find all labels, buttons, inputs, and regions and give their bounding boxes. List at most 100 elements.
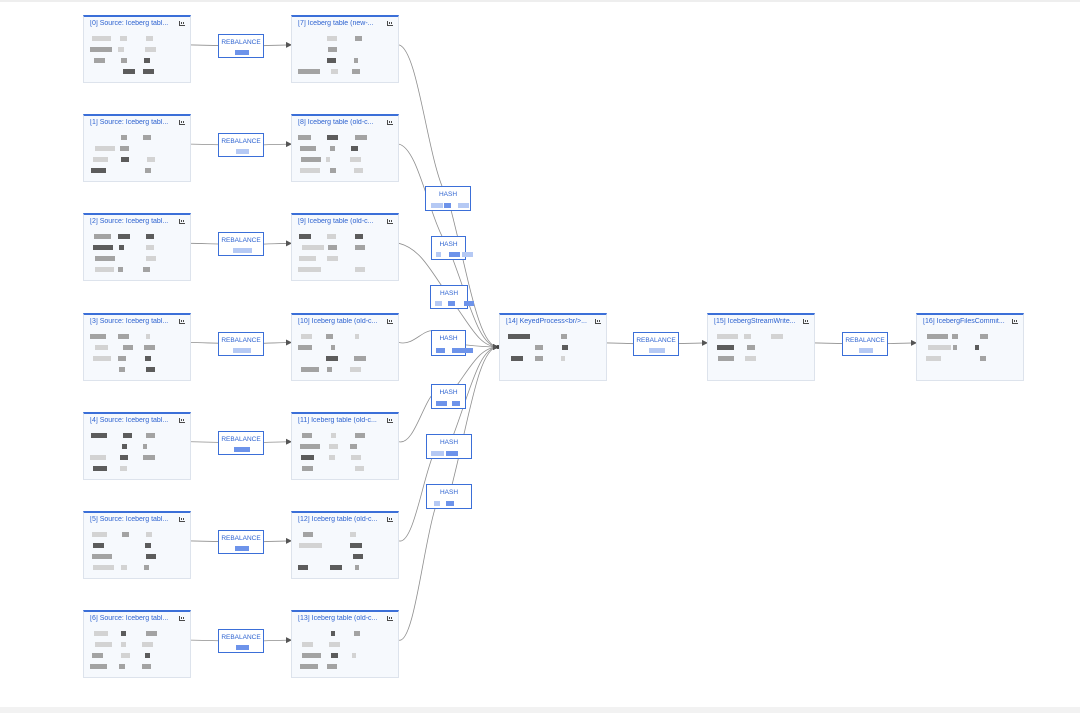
bar-chart-icon[interactable] xyxy=(387,21,393,26)
rebalance-partition-box[interactable]: REBALANCE xyxy=(218,629,264,654)
bar-chart-icon[interactable] xyxy=(1012,319,1018,324)
node-title[interactable]: [5] Source: Iceberg tabl... xyxy=(90,516,169,523)
bar-chart-icon[interactable] xyxy=(595,319,601,324)
blurred-metric xyxy=(94,234,111,240)
blurred-metric xyxy=(350,157,361,163)
rebalance-partition-box[interactable]: REBALANCE xyxy=(218,232,264,257)
node-title[interactable]: [6] Source: Iceberg tabl... xyxy=(90,615,169,623)
rebalance-partition-box[interactable]: REBALANCE xyxy=(218,430,264,455)
hash-partition-box[interactable]: HASH xyxy=(426,434,472,459)
edge-line xyxy=(398,44,449,199)
node-title[interactable]: [12] Iceberg table (old-c... xyxy=(298,516,378,523)
node-metrics xyxy=(90,333,180,378)
node-title[interactable]: [3] Source: Iceberg tabl... xyxy=(90,317,169,325)
blurred-metric xyxy=(301,333,312,339)
bar-chart-icon[interactable] xyxy=(387,616,393,622)
blurred-metric xyxy=(350,543,362,548)
blurred-metric xyxy=(143,135,151,141)
bar-chart-icon[interactable] xyxy=(387,219,393,225)
rebalance-partition-box[interactable]: REBALANCE xyxy=(218,34,264,58)
blurred-metric xyxy=(718,356,734,361)
node-title[interactable]: [10] Iceberg table (old-c... xyxy=(298,317,378,325)
rebalance-partition-box[interactable]: REBALANCE xyxy=(218,133,264,158)
blurred-metric xyxy=(146,532,152,537)
node-title[interactable]: [11] Iceberg table (old-c... xyxy=(298,416,377,424)
operator-node[interactable]: [10] Iceberg table (old-c... xyxy=(291,312,399,381)
operator-node[interactable]: [1] Source: Iceberg tabl... xyxy=(83,114,191,183)
operator-node[interactable]: [14] KeyedProcess<br/>... xyxy=(499,313,607,381)
blurred-metric xyxy=(326,157,330,163)
blurred-metric xyxy=(327,234,336,240)
hash-partition-box[interactable]: HASH xyxy=(426,484,472,509)
rebalance-partition-box[interactable]: REBALANCE xyxy=(218,530,264,554)
bar-chart-icon[interactable] xyxy=(179,517,185,522)
operator-node[interactable]: [4] Source: Iceberg tabl... xyxy=(83,411,191,480)
blurred-metric xyxy=(298,267,321,273)
operator-node[interactable]: [16] IcebergFilesCommit... xyxy=(916,313,1024,381)
operator-node[interactable]: [2] Source: Iceberg tabl... xyxy=(83,213,191,282)
bar-chart-icon[interactable] xyxy=(803,319,809,324)
hash-partition-box[interactable]: HASH xyxy=(425,186,471,211)
operator-node[interactable]: [6] Source: Iceberg tabl... xyxy=(83,610,191,679)
operator-node[interactable]: [11] Iceberg table (old-c... xyxy=(291,411,399,480)
partition-label: REBALANCE xyxy=(221,336,261,344)
blurred-metric xyxy=(355,36,362,41)
blurred-metric xyxy=(448,301,455,306)
blurred-metric xyxy=(121,565,127,570)
operator-node[interactable]: [3] Source: Iceberg tabl... xyxy=(83,312,191,381)
operator-node[interactable]: [13] Iceberg table (old-c... xyxy=(291,610,399,679)
bar-chart-icon[interactable] xyxy=(387,517,393,522)
node-title[interactable]: [8] Iceberg table (old-c... xyxy=(298,119,374,127)
bar-chart-icon[interactable] xyxy=(179,21,185,26)
blurred-metric xyxy=(535,356,543,361)
rebalance-partition-box[interactable]: REBALANCE xyxy=(633,332,679,356)
operator-node[interactable]: [0] Source: Iceberg tabl... xyxy=(83,15,191,83)
bottom-scrollbar[interactable] xyxy=(0,707,1080,713)
node-metrics xyxy=(298,333,388,378)
blurred-metric xyxy=(94,58,105,63)
partition-label: HASH xyxy=(439,439,459,446)
node-title[interactable]: [15] IcebergStreamWrite... xyxy=(714,318,796,325)
operator-node[interactable]: [9] Iceberg table (old-c... xyxy=(291,213,399,282)
blurred-metric xyxy=(326,355,338,361)
bar-chart-icon[interactable] xyxy=(179,318,185,324)
bar-chart-icon[interactable] xyxy=(387,120,393,126)
node-title[interactable]: [14] KeyedProcess<br/>... xyxy=(506,318,587,325)
operator-node[interactable]: [7] Iceberg table (new-... xyxy=(291,15,399,83)
top-divider xyxy=(0,0,1080,2)
hash-partition-box[interactable]: HASH xyxy=(431,384,466,409)
blurred-metric xyxy=(354,631,360,637)
hash-partition-box[interactable]: HASH xyxy=(431,330,473,356)
node-title[interactable]: [9] Iceberg table (old-c... xyxy=(298,218,374,226)
node-title[interactable]: [16] IcebergFilesCommit... xyxy=(923,318,1005,325)
operator-node[interactable]: [12] Iceberg table (old-c... xyxy=(291,511,399,579)
blurred-metric xyxy=(354,168,363,174)
node-metrics xyxy=(298,135,388,179)
blurred-metric xyxy=(95,344,108,350)
node-title[interactable]: [7] Iceberg table (new-... xyxy=(298,20,374,27)
blurred-metric xyxy=(452,348,464,353)
rebalance-partition-box[interactable]: REBALANCE xyxy=(218,331,264,356)
node-title[interactable]: [0] Source: Iceberg tabl... xyxy=(90,20,169,27)
bar-chart-icon[interactable] xyxy=(179,417,185,423)
bar-chart-icon[interactable] xyxy=(179,219,185,225)
bar-chart-icon[interactable] xyxy=(179,616,185,622)
blurred-metric xyxy=(351,146,358,152)
blurred-metric xyxy=(329,642,340,648)
node-metrics xyxy=(506,334,596,378)
operator-node[interactable]: [8] Iceberg table (old-c... xyxy=(291,114,399,183)
hash-partition-box[interactable]: HASH xyxy=(431,236,473,260)
hash-partition-box[interactable]: HASH xyxy=(430,285,474,309)
operator-node[interactable]: [15] IcebergStreamWrite... xyxy=(707,313,815,381)
bar-chart-icon[interactable] xyxy=(387,417,393,423)
bar-chart-icon[interactable] xyxy=(387,318,393,324)
node-title[interactable]: [2] Source: Iceberg tabl... xyxy=(90,218,169,226)
node-title[interactable]: [13] Iceberg table (old-c... xyxy=(298,615,378,623)
operator-node[interactable]: [5] Source: Iceberg tabl... xyxy=(83,511,191,579)
blurred-metric xyxy=(446,451,458,456)
blurred-metric xyxy=(145,653,150,659)
node-title[interactable]: [4] Source: Iceberg tabl... xyxy=(90,416,169,424)
node-title[interactable]: [1] Source: Iceberg tabl... xyxy=(90,119,169,127)
rebalance-partition-box[interactable]: REBALANCE xyxy=(842,332,888,356)
bar-chart-icon[interactable] xyxy=(179,120,185,126)
